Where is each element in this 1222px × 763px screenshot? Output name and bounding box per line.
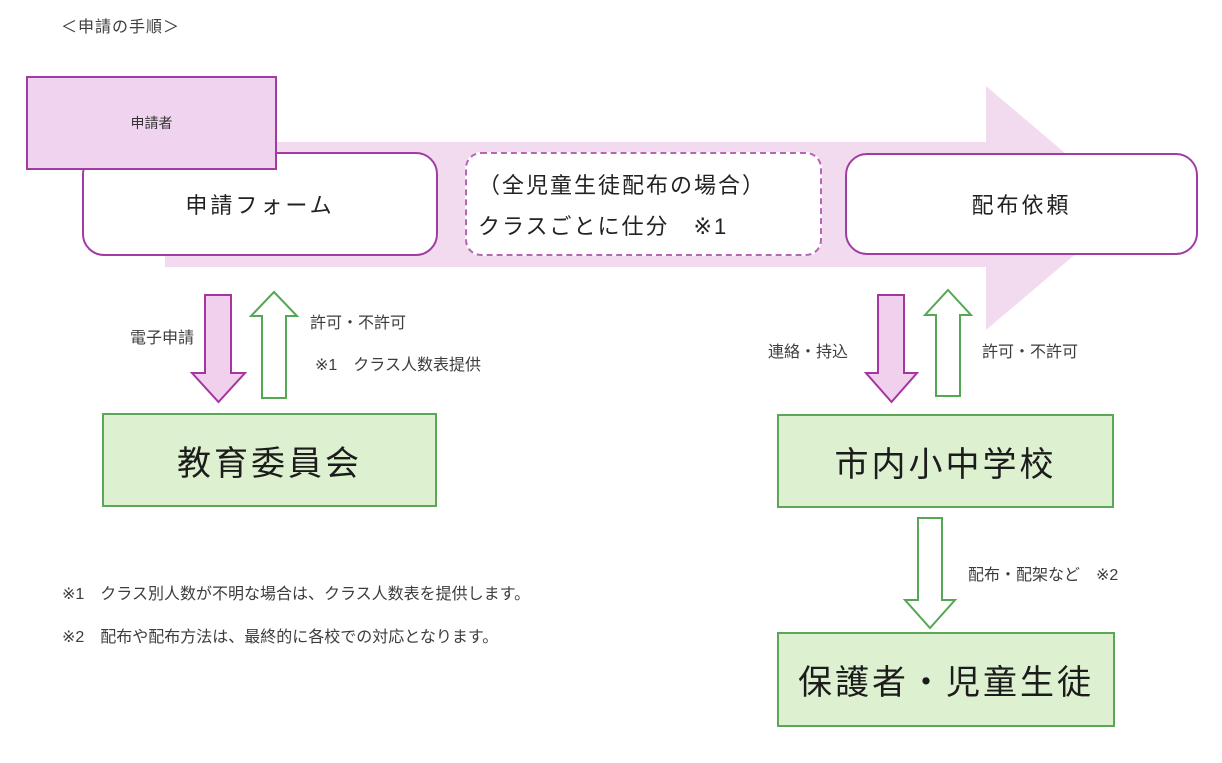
applicant-box: 申請者	[26, 76, 277, 170]
footnote-2: ※2 配布や配布方法は、最終的に各校での対応となります。	[62, 629, 499, 646]
distribution-down-arrow-icon	[902, 517, 958, 630]
electronic-application-down-arrow-icon	[189, 294, 248, 404]
footnote-1: ※1 クラス別人数が不明な場合は、クラス人数表を提供します。	[62, 586, 531, 603]
distribution-label: 配布・配架など ※2	[968, 567, 1119, 584]
application-form-label: 申請フォーム	[185, 193, 335, 218]
approval-up-arrow-right-icon	[922, 288, 974, 397]
parents-students-label: 保護者・児童生徒	[798, 664, 1094, 702]
electronic-application-label: 電子申請	[130, 330, 195, 347]
contact-delivery-down-arrow-icon	[863, 294, 920, 404]
parents-students-box: 保護者・児童生徒	[777, 632, 1115, 727]
contact-delivery-label: 連絡・持込	[768, 344, 849, 361]
education-board-label: 教育委員会	[177, 444, 362, 483]
approval-label-left: 許可・不許可	[310, 315, 407, 332]
class-sorting-box: （全児童生徒配布の場合） クラスごとに仕分 ※1	[465, 152, 822, 256]
distribution-request-box: 配布依頼	[845, 153, 1198, 255]
class-roster-note-label: ※1 クラス人数表提供	[315, 357, 481, 374]
approval-up-arrow-left-icon	[248, 290, 300, 399]
class-sorting-line1: （全児童生徒配布の場合）	[478, 172, 767, 198]
class-sorting-line2: クラスごとに仕分 ※1	[478, 213, 729, 239]
distribution-request-label: 配布依頼	[971, 193, 1072, 218]
city-schools-box: 市内小中学校	[777, 414, 1114, 508]
city-schools-label: 市内小中学校	[834, 445, 1057, 484]
page-title: ＜申請の手順＞	[61, 19, 181, 36]
education-board-box: 教育委員会	[102, 413, 437, 507]
approval-label-right: 許可・不許可	[982, 344, 1079, 361]
applicant-label: 申請者	[130, 115, 173, 131]
